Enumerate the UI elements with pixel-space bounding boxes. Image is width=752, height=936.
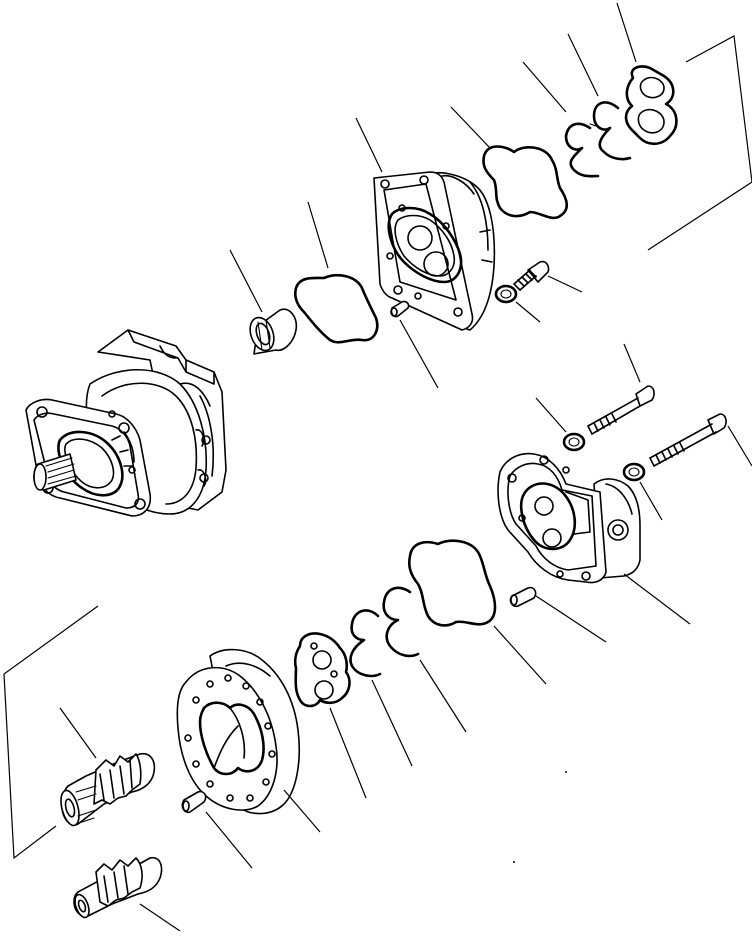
scan-speck [565, 771, 567, 773]
middle-gasket [293, 274, 379, 344]
front-dowel-pin [509, 586, 537, 608]
front-cap-screw-b [649, 413, 727, 467]
gear-housing [176, 648, 301, 815]
rear-port-plate [624, 65, 678, 146]
rear-wire-ring-b [592, 101, 632, 161]
rear-dowel-pin [390, 300, 410, 318]
needle-bearing [249, 308, 298, 355]
front-port-plate [293, 632, 351, 708]
leader-gear-housing [283, 789, 321, 833]
leader-rear-wire-ring-a [522, 61, 567, 113]
leader-front-wire-ring-a [371, 679, 413, 767]
bracket-rear-group [647, 35, 752, 251]
leader-front-gasket [493, 625, 547, 685]
leader-rear-dowel-pin [399, 319, 439, 389]
leader-front-port-plate [329, 707, 367, 799]
leader-rear-port-plate [616, 2, 637, 63]
leader-needle-bearing [229, 249, 263, 313]
leader-front-dowel-pin [535, 595, 607, 643]
front-washer-a [562, 432, 586, 452]
front-washer-b [622, 462, 646, 482]
bracket-gear-group [3, 605, 99, 860]
leader-rear-cap-screw [547, 275, 583, 293]
pump-assembly [25, 329, 227, 517]
leader-rear-gasket [450, 106, 491, 149]
leader-front-washer-a [535, 397, 567, 433]
leader-front-washer-b [639, 481, 663, 521]
scan-speck [513, 861, 515, 863]
rear-washer [494, 284, 518, 304]
leader-front-cap-screw-a [623, 343, 641, 383]
rear-gasket [482, 145, 569, 220]
leader-front-cover [623, 573, 691, 625]
leader-drive-gear [59, 707, 97, 759]
front-cap-screw-a [587, 385, 655, 435]
leader-front-wire-ring-b [419, 659, 467, 733]
leader-rear-cover [355, 117, 383, 173]
leader-rear-wire-ring-b [567, 33, 599, 97]
housing-dowel-pin [181, 790, 207, 814]
leader-front-cap-screw-b [727, 425, 752, 467]
leader-housing-dowel-pin [205, 811, 253, 869]
driven-gear [73, 856, 163, 919]
front-gasket [407, 539, 497, 627]
rear-cover [373, 171, 496, 331]
drive-gear [60, 752, 156, 827]
front-wire-ring-a [349, 609, 382, 678]
leader-driven-gear [139, 903, 181, 932]
leader-middle-gasket [307, 201, 329, 269]
front-wire-ring-b [382, 586, 420, 658]
rear-cap-screw [513, 260, 550, 291]
rear-wire-ring-a [564, 122, 600, 178]
front-cover [497, 452, 641, 584]
leader-rear-washer [515, 301, 541, 323]
